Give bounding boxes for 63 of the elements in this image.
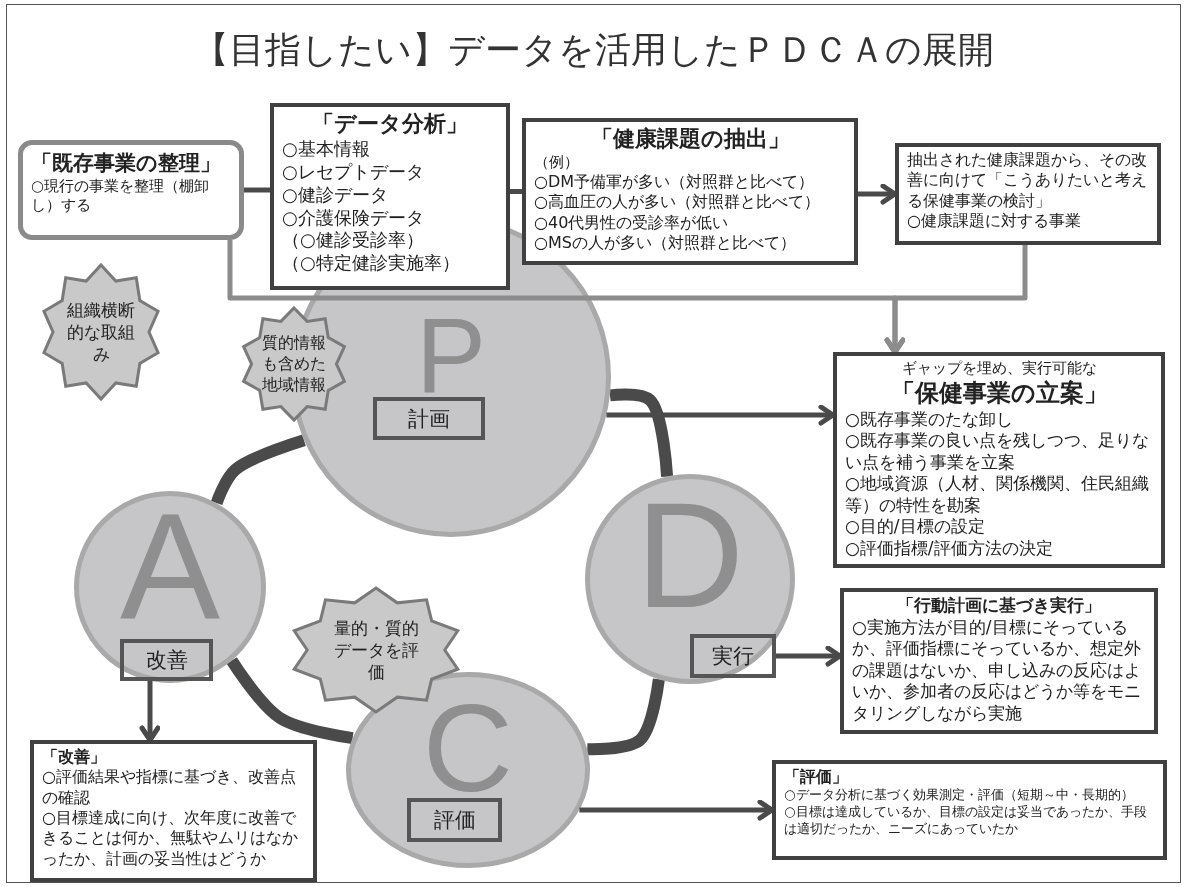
- text-box: [833, 352, 1165, 568]
- label-text: 改善: [145, 647, 188, 674]
- starburst-text: 質的情報も含めた地域情報: [261, 332, 327, 396]
- box-text: ○実施方法が目的/目標にそっているか、評価指標にそっているか、想定外の課題はないか、申し込みの反応はよいか、参加者の反応はどうか等をモニタリングしながら実施: [852, 616, 1142, 725]
- box-text: ○目標は達成しているか、目標の設定は妥当であったか、手段は適切だったか、ニーズにあっていたか: [784, 804, 1148, 838]
- box-text: ○現行の事業を整理（棚卸し）する: [31, 176, 211, 215]
- phase-letter: D: [635, 500, 745, 611]
- phase-label: [120, 639, 213, 681]
- box-text: ○健康課題に対する事業: [907, 210, 1082, 232]
- phase-letter: P: [416, 317, 486, 395]
- text-box: [840, 588, 1158, 734]
- phase-label: [690, 634, 776, 678]
- box-text: ギャップを埋め、実行可能な: [900, 359, 1098, 379]
- box-heading: 「既存事業の整理」: [31, 150, 222, 177]
- text-box: [772, 760, 1167, 860]
- box-text: ○目的/目標の設定: [845, 516, 986, 538]
- connector-line: [510, 189, 522, 194]
- box-text: ○既存事業の良い点を残しつつ、足りない点を補う事業を立案: [845, 430, 1150, 474]
- starburst-text: 量的・質的データを評価: [332, 616, 420, 684]
- text-box: [895, 143, 1161, 245]
- box-text: （例）: [534, 152, 580, 172]
- phase-label: [407, 798, 502, 842]
- box-heading: 「データ分析」: [311, 110, 469, 138]
- cycle-ring-arc: [609, 388, 674, 477]
- box-text: ○データ分析に基づく効果測定・評価（短期～中・長期的）: [784, 787, 1135, 805]
- box-text: ○評価指標/評価方法の決定: [845, 538, 1054, 560]
- box-text: 抽出された健康課題から、その改善に向けて「こうありたいと考える保健事業の検討」: [907, 150, 1148, 211]
- cycle-ring-arc: [226, 657, 354, 745]
- box-text: ○レセプトデータ: [282, 160, 425, 184]
- box-heading: 「健康課題の抽出」: [589, 125, 791, 153]
- phase-label: [373, 397, 485, 440]
- text-box: [30, 740, 317, 882]
- box-heading: 「行動計画に基づき実行」: [896, 595, 1102, 617]
- connector-line: [244, 187, 270, 193]
- box-heading: 「改善」: [42, 747, 107, 768]
- box-text: ○MSの人が多い（対照群と比べて）: [534, 232, 797, 254]
- arrow: [139, 681, 161, 743]
- phase-letter: A: [119, 511, 221, 622]
- diagram-title: 【目指したい】データを活用したＰＤＣＡの展開: [193, 28, 994, 72]
- box-text: ○評価結果や指標に基づき、改善点の確認: [42, 767, 297, 808]
- box-text: ○DM予備軍が多い（対照群と比べて）: [534, 172, 816, 193]
- text-box: [522, 118, 858, 265]
- phase-letter: C: [422, 702, 514, 795]
- box-text: ○40代男性の受診率が低い: [534, 212, 730, 233]
- box-text: ○基本情報: [282, 137, 371, 161]
- box-text: ○目標達成に向け、次年度に改善できることは何か、無駄やムリはなかったか、計画の妥当性はどうか: [42, 807, 299, 869]
- box-text: ○介護保険データ: [282, 206, 425, 230]
- label-text: 評価: [433, 807, 476, 834]
- box-text: ○地域資源（人材、関係機関、住民組織等）の特性を勘案: [845, 473, 1150, 517]
- box-heading: 「評価」: [784, 767, 849, 788]
- box-text: ○健診データ: [282, 183, 389, 207]
- text-box: [270, 103, 510, 290]
- cycle-ring-arc: [587, 678, 665, 756]
- starburst-text: 組織横断的な取組み: [66, 298, 136, 366]
- arrow: [884, 245, 1028, 355]
- label-text: 実行: [712, 643, 754, 670]
- box-heading: 「保健事業の立案」: [889, 378, 1109, 409]
- box-text: （○特定健診実施率）: [282, 252, 461, 276]
- box-text: ○既存事業のたな卸し: [845, 408, 1014, 431]
- label-text: 計画: [408, 405, 450, 433]
- box-text: （○健診受診率）: [282, 229, 425, 253]
- box-text: ○高血圧の人が多い（対照群と比べて）: [534, 192, 821, 213]
- text-box: [18, 140, 244, 240]
